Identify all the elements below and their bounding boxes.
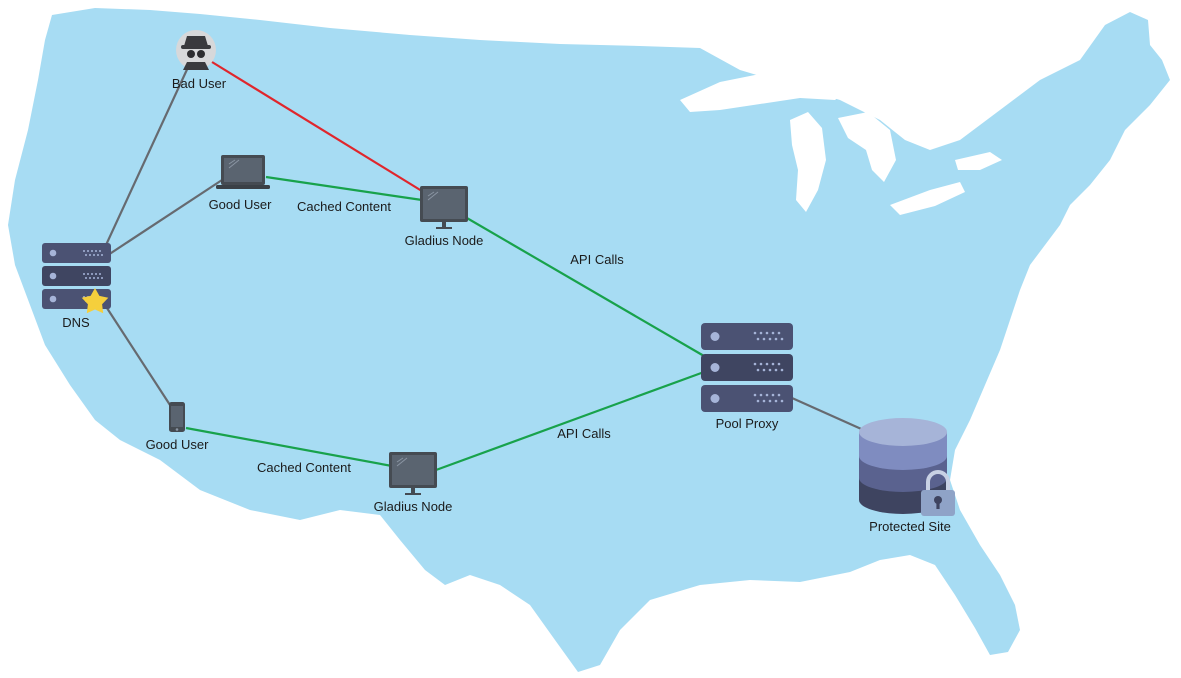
link-proxy-to-protected-site bbox=[791, 396, 869, 434]
monitor-icon[interactable] bbox=[389, 452, 437, 495]
link-bad-user-to-dns bbox=[99, 49, 197, 259]
connections bbox=[99, 49, 869, 472]
good-user-phone-label: Good User bbox=[146, 437, 210, 452]
lake-superior bbox=[680, 72, 850, 112]
api-calls-south-label: API Calls bbox=[557, 426, 611, 441]
link-bad-user-to-gladius-node-malicious bbox=[211, 61, 431, 197]
lake-michigan bbox=[790, 112, 826, 212]
lake-ontario bbox=[955, 152, 1002, 170]
mainland-map bbox=[8, 8, 1170, 672]
pool-proxy-label: Pool Proxy bbox=[716, 416, 779, 431]
monitor-icon[interactable] bbox=[420, 186, 468, 229]
link-gladius-south-to-proxy-api bbox=[435, 370, 705, 472]
star-icon bbox=[81, 288, 109, 314]
laptop-icon[interactable] bbox=[216, 155, 270, 189]
gulf-coast-notch bbox=[700, 585, 780, 628]
lake-huron bbox=[838, 112, 896, 182]
lake-erie bbox=[890, 182, 965, 215]
cached-content-north-label: Cached Content bbox=[297, 199, 391, 214]
us-map bbox=[8, 8, 1170, 672]
api-calls-north-label: API Calls bbox=[570, 252, 624, 267]
gladius-node-south-label: Gladius Node bbox=[374, 499, 453, 514]
protected-site-label: Protected Site bbox=[869, 519, 951, 534]
link-gladius-north-to-proxy-api bbox=[459, 213, 705, 357]
hacker-icon[interactable] bbox=[176, 30, 216, 70]
cached-content-south-label: Cached Content bbox=[257, 460, 351, 475]
lock-icon bbox=[921, 470, 955, 516]
link-phone-to-gladius-node-cached bbox=[185, 426, 393, 468]
dns-label: DNS bbox=[62, 315, 90, 330]
server-stack-icon[interactable] bbox=[701, 323, 793, 412]
gladius-node-north-label: Gladius Node bbox=[405, 233, 484, 248]
link-dns-to-phone bbox=[104, 304, 171, 406]
good-user-laptop-label: Good User bbox=[209, 197, 273, 212]
bad-user-label: Bad User bbox=[172, 76, 227, 91]
link-laptop-to-dns bbox=[107, 179, 223, 256]
smartphone-icon[interactable] bbox=[169, 402, 185, 432]
link-laptop-to-gladius-node-cached bbox=[265, 175, 423, 202]
